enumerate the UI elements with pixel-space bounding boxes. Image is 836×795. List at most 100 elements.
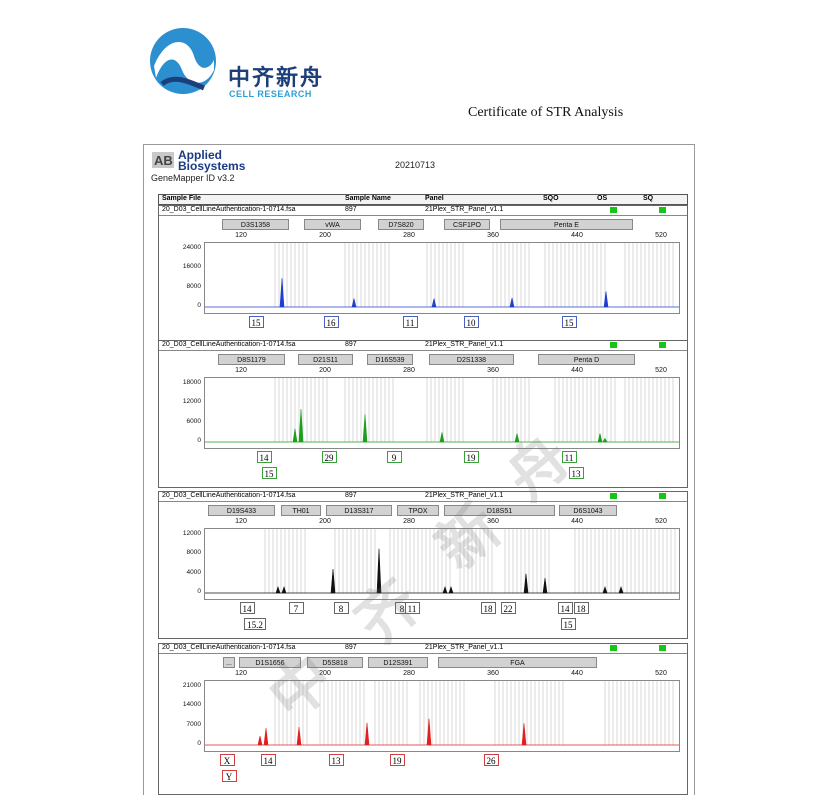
software-version: GeneMapper ID v3.2 — [151, 173, 235, 183]
allele-call-box: 18 — [480, 602, 496, 614]
allele-peak — [439, 432, 445, 443]
x-axis-tick-label: 200 — [319, 367, 331, 374]
y-axis-tick-label: 12000 — [182, 530, 201, 537]
y-axis-tick-label: 4000 — [186, 568, 201, 576]
quality-status-indicator — [610, 342, 617, 348]
x-axis-tick-label: 120 — [235, 670, 247, 677]
sample-file: 20_D03_CellLineAuthentication-1-0714.fsa — [162, 341, 296, 348]
allele-call-box: 22 — [500, 602, 516, 614]
allele-peak — [618, 586, 624, 594]
sample-name: 897 — [345, 644, 357, 651]
allele-peak — [431, 298, 437, 308]
panel-name: 21Plex_STR_Panel_v1.1 — [425, 341, 504, 348]
allele-peak — [597, 433, 603, 443]
locus-label: CSF1PO — [444, 219, 490, 230]
locus-label: ... — [223, 657, 235, 668]
allele-peak — [362, 414, 368, 443]
report-frame — [143, 144, 695, 795]
col-sqo: SQO — [543, 195, 559, 202]
sample-name: 897 — [345, 206, 357, 213]
locus-label: D7S820 — [378, 219, 424, 230]
electropherogram-panel: 20_D03_CellLineAuthentication-1-0714.fsa… — [158, 491, 688, 639]
electropherogram-panel: 20_D03_CellLineAuthentication-1-0714.fsa… — [158, 205, 688, 353]
column-header-row: Sample File Sample Name Panel SQO OS SQ — [158, 194, 688, 205]
x-axis-tick-label: 280 — [403, 518, 415, 525]
trace-plot — [204, 528, 680, 600]
allele-call-box: 13 — [328, 754, 344, 766]
allele-peak — [281, 586, 287, 594]
allele-peak — [275, 586, 281, 594]
allele-call-box: 7 — [288, 602, 304, 614]
allele-peak — [279, 278, 285, 308]
allele-call-box: 26 — [483, 754, 499, 766]
locus-label: D3S1358 — [222, 219, 289, 230]
y-axis-tick-label: 8000 — [186, 282, 201, 290]
allele-call-box: Y — [221, 770, 237, 782]
svg-text:AB: AB — [154, 153, 173, 168]
x-axis-tick-label: 280 — [403, 367, 415, 374]
x-axis-tick-label: 520 — [655, 367, 667, 374]
allele-call-box: X — [219, 754, 235, 766]
sample-file: 20_D03_CellLineAuthentication-1-0714.fsa — [162, 492, 296, 499]
locus-label: D2S1338 — [429, 354, 514, 365]
x-axis-tick-label: 120 — [235, 518, 247, 525]
x-axis-tick-label: 360 — [487, 367, 499, 374]
y-axis-tick-label: 16000 — [182, 263, 201, 271]
trace-canvas — [205, 378, 679, 443]
trace-plot — [204, 680, 680, 752]
allele-call-box: 19 — [463, 451, 479, 463]
locus-label: D12S391 — [368, 657, 428, 668]
col-os: OS — [597, 195, 608, 202]
quality-status-indicator — [610, 645, 617, 651]
quality-status-indicator — [659, 342, 666, 348]
allele-peak — [448, 586, 454, 594]
trace-plot — [204, 377, 680, 449]
col-panel: Panel — [425, 195, 444, 202]
col-sq: SQ — [643, 195, 654, 202]
x-axis-tick-label: 440 — [571, 232, 583, 239]
logo-chinese-text: 中齐新舟 — [228, 65, 325, 90]
y-axis-tick-label: 0 — [197, 740, 201, 747]
x-axis-tick-label: 120 — [235, 367, 247, 374]
x-axis-tick-label: 280 — [403, 232, 415, 239]
locus-label: Penta E — [500, 219, 633, 230]
y-axis-tick-label: 21000 — [182, 682, 201, 689]
sample-row: 20_D03_CellLineAuthentication-1-0714.fsa… — [159, 644, 687, 654]
allele-peak — [330, 568, 336, 594]
allele-call-box: 11 — [404, 602, 420, 614]
allele-call-box: 14 — [239, 602, 255, 614]
x-axis-tick-label: 360 — [487, 518, 499, 525]
allele-peak — [542, 577, 548, 594]
sample-name: 897 — [345, 341, 357, 348]
report-date: 20210713 — [395, 160, 436, 170]
logo-english-text: CELL RESEARCH — [229, 89, 312, 99]
x-axis-tick-label: 280 — [403, 670, 415, 677]
allele-peak — [523, 573, 529, 594]
locus-label: vWA — [304, 219, 361, 230]
allele-peak — [257, 735, 263, 746]
allele-call-box: 9 — [386, 451, 402, 463]
locus-label: TH01 — [281, 505, 321, 516]
locus-label: D1S1656 — [239, 657, 301, 668]
electropherogram-panel: 20_D03_CellLineAuthentication-1-0714.fsa… — [158, 340, 688, 488]
x-axis-tick-label: 200 — [319, 232, 331, 239]
allele-call-box: 29 — [321, 451, 337, 463]
vendor-line-2: Biosystems — [178, 159, 246, 173]
y-axis-tick-label: 0 — [197, 437, 201, 444]
sample-file: 20_D03_CellLineAuthentication-1-0714.fsa — [162, 206, 296, 213]
locus-label: D8S1179 — [218, 354, 285, 365]
allele-peak — [426, 718, 432, 746]
y-axis-tick-label: 14000 — [182, 701, 201, 709]
y-axis-tick-label: 12000 — [182, 398, 201, 406]
x-axis-tick-label: 440 — [571, 367, 583, 374]
sample-row: 20_D03_CellLineAuthentication-1-0714.fsa… — [159, 206, 687, 216]
x-axis-tick-label: 360 — [487, 670, 499, 677]
quality-status-indicator — [659, 207, 666, 213]
locus-label: D21S11 — [298, 354, 353, 365]
allele-call-box: 14 — [557, 602, 573, 614]
locus-label: D5S818 — [307, 657, 363, 668]
col-sample-name: Sample Name — [345, 195, 391, 202]
x-axis-tick-label: 120 — [235, 232, 247, 239]
y-axis-tick-label: 0 — [197, 588, 201, 595]
allele-peak — [292, 428, 298, 443]
